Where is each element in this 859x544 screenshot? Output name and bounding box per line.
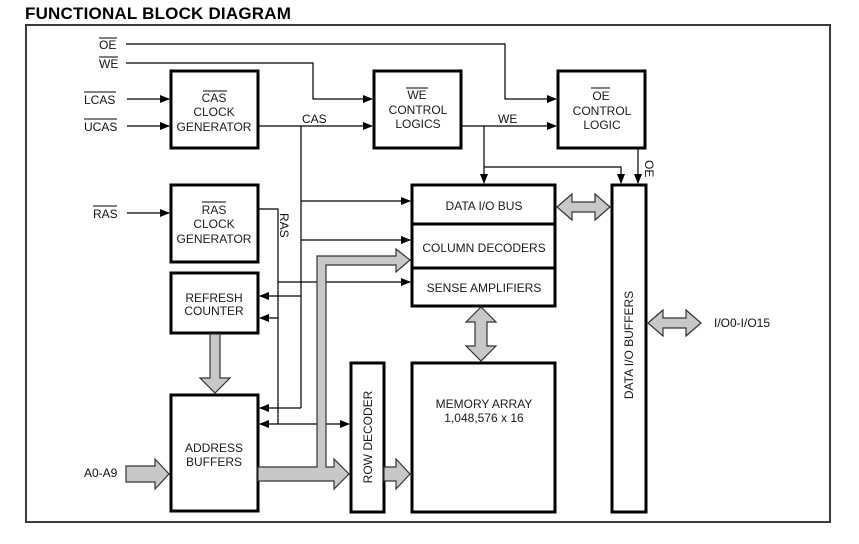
input-we-label: WE [99,57,118,71]
refresh-to-address-bus-arrow [198,333,232,394]
data-io-bus-label: DATA I/O BUS [446,199,523,213]
diagram-frame [25,24,831,523]
cas-clock-line1: CAS [202,91,227,105]
cas-clock-generator-block [169,69,260,150]
cas-signal-label: CAS [302,112,327,126]
we-input-wire [126,62,373,103]
io-pins-bidir-arrow [647,308,702,338]
column-decoders-block [410,222,557,270]
bus-buffers-bidir-arrow [556,192,611,222]
input-oe-label: OE [99,38,116,52]
input-lcas-label: LCAS [84,93,115,107]
oe-signal-label: OE [642,160,656,177]
io-pins-label: I/O0-I/O15 [714,316,770,330]
row-decoder-label: ROW DECODER [361,390,375,483]
input-address-label: A0-A9 [84,466,118,480]
we-to-data-io-buffers-wire [484,166,625,184]
oe-control-line2: CONTROL [573,104,632,118]
we-control-line1: WE [407,88,426,102]
we-control-line2: CONTROL [389,103,448,117]
input-ucas-label: UCAS [84,120,117,134]
ras-clock-line3: GENERATOR [177,232,252,246]
oe-control-logic-block [556,69,647,150]
ras-signal-label: RAS [277,213,291,238]
input-ras-label: RAS [93,207,118,221]
diagram-title: FUNCTIONAL BLOCK DIAGRAM [25,4,292,23]
address-buffers-line2: BUFFERS [186,455,242,469]
we-signal-label: WE [498,112,517,126]
we-control-line3: LOGICS [395,117,440,131]
cas-clock-line2: CLOCK [193,105,234,119]
sense-amplifiers-block [410,266,557,308]
refresh-counter-line1: REFRESH [185,291,242,305]
oe-input-wire [126,43,557,103]
column-decoders-label: COLUMN DECODERS [422,241,545,255]
row-decoder-block [349,361,386,514]
data-io-buffers-block [610,183,648,514]
data-io-buffers-label: DATA I/O BUFFERS [622,291,636,399]
sense-memory-bidir-arrow [464,306,498,362]
oe-control-line3: LOGIC [583,118,621,132]
ras-bus-wire [258,208,279,424]
row-decoder-to-memory-arrow [383,457,411,491]
address-buffers-line1: ADDRESS [185,441,243,455]
refresh-counter-block [169,271,260,335]
ras-clock-line1: RAS [202,203,227,217]
memory-array-block [410,361,557,514]
memory-array-line1: MEMORY ARRAY [436,397,533,411]
ras-clock-generator-block [169,183,260,264]
ras-clock-line2: CLOCK [193,217,234,231]
oe-control-line1: OE [592,89,609,103]
cas-clock-line3: GENERATOR [177,120,252,134]
address-input-bus-arrow [125,457,170,491]
sense-amplifiers-label: SENSE AMPLIFIERS [427,281,542,295]
refresh-counter-line2: COUNTER [184,304,244,318]
we-control-logics-block [372,69,463,150]
address-buffers-block [169,393,260,513]
address-bus-arrow [257,247,411,491]
memory-array-line2: 1,048,576 x 16 [444,411,524,425]
